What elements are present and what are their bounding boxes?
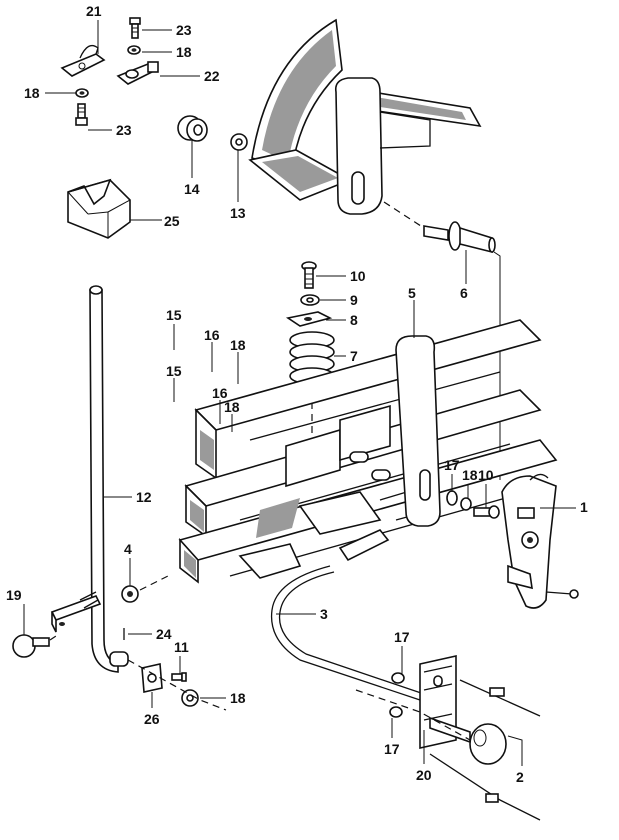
callout-14: 14	[184, 181, 200, 197]
washer-17-upper	[391, 672, 405, 684]
screw-10-top	[301, 261, 317, 289]
plate-26	[141, 663, 163, 693]
support-block-25	[67, 178, 131, 239]
screw-23-top	[129, 17, 141, 39]
cable-3	[270, 565, 425, 701]
latch-mechanism-1	[501, 473, 579, 609]
callout-10-spring: 10	[350, 268, 366, 284]
hinge-strap-5	[395, 335, 441, 527]
leader-lines	[23, 20, 576, 766]
callout-23-bottom: 23	[116, 122, 132, 138]
callout-18-lower: 18	[224, 399, 240, 415]
callout-18-upper: 18	[230, 337, 246, 353]
washer-17-right	[446, 490, 458, 506]
washer-18-right	[460, 497, 472, 511]
washer-18-top	[127, 45, 141, 55]
callout-18-bottom: 18	[230, 690, 246, 706]
callout-16-upper: 16	[204, 327, 220, 343]
pin-11	[171, 672, 187, 682]
callout-13: 13	[230, 205, 246, 221]
grommet-14	[177, 115, 208, 142]
callout-20: 20	[416, 767, 432, 783]
callout-18-right: 18	[462, 467, 478, 483]
washer-9	[300, 294, 320, 306]
screw-23-bottom	[75, 103, 88, 126]
clamp-plate-21	[60, 44, 106, 77]
release-handle	[429, 716, 507, 765]
callout-26: 26	[144, 711, 160, 727]
callout-15-upper: 15	[166, 307, 182, 323]
callout-8: 8	[350, 312, 358, 328]
callout-17-upper: 17	[394, 629, 410, 645]
callout-19: 19	[6, 587, 22, 603]
callout-23-top: 23	[176, 22, 192, 38]
callout-6: 6	[460, 285, 468, 301]
cable-2	[429, 679, 541, 821]
washer-13	[230, 133, 248, 151]
bracket-22	[116, 61, 159, 85]
washer-18-left	[75, 88, 89, 98]
washer-18-bottom	[181, 689, 199, 707]
callout-16-lower: 16	[212, 385, 228, 401]
callout-12: 12	[136, 489, 152, 505]
callout-17-right: 17	[444, 457, 460, 473]
callout-24: 24	[156, 626, 172, 642]
guide-rod-12	[50, 285, 119, 673]
callout-11: 11	[174, 639, 189, 655]
callout-22: 22	[204, 68, 220, 84]
bolt-10-right	[473, 505, 500, 519]
callout-5: 5	[408, 285, 416, 301]
knob-19	[12, 634, 50, 658]
callout-3: 3	[320, 606, 328, 622]
washer-17-lower	[389, 706, 403, 718]
knob-4	[121, 585, 139, 603]
callout-2: 2	[516, 769, 524, 785]
seat-back-section	[248, 18, 482, 215]
callout-17-lower: 17	[384, 741, 400, 757]
pivot-pin-6	[423, 221, 496, 254]
callout-15-lower: 15	[166, 363, 182, 379]
seat-frame	[178, 319, 558, 584]
callout-18-top: 18	[176, 44, 192, 60]
callout-9: 9	[350, 292, 358, 308]
plate-8	[285, 311, 333, 327]
bushing-near-rod	[109, 651, 129, 667]
callout-1: 1	[580, 499, 588, 515]
callout-7: 7	[350, 348, 358, 364]
callout-4: 4	[124, 541, 132, 557]
callout-25: 25	[164, 213, 180, 229]
callout-10-right: 10	[478, 467, 494, 483]
callout-21-top: 21	[86, 3, 102, 19]
callout-18-left: 18	[24, 85, 40, 101]
